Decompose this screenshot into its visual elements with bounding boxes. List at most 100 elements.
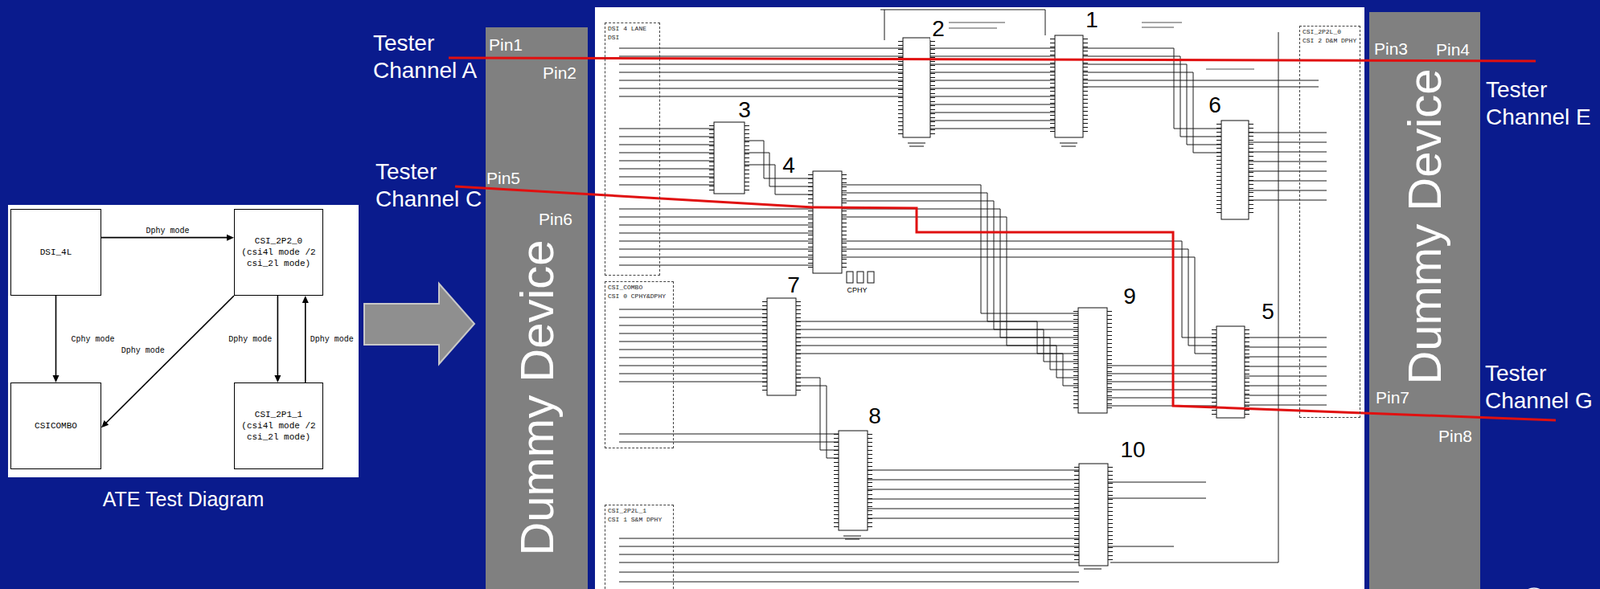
pin-name: Pin5 — [486, 169, 521, 187]
chip-pins — [711, 38, 1252, 563]
red-test-line — [448, 57, 1536, 62]
pin-name: Pin1 — [488, 36, 523, 54]
wire-bus — [867, 470, 1079, 519]
chip — [1054, 35, 1084, 138]
wire-bus — [841, 241, 1217, 354]
wire-bus — [619, 209, 813, 266]
fine-print-marks — [948, 22, 1255, 121]
tester-channel: Tester Channel C — [375, 158, 489, 213]
pin-name: Pin3 — [1374, 40, 1408, 58]
diagram-panel: ATE Test DiagramDSI_4LCSI_2P2_0(csi4l mo… — [8, 205, 359, 478]
chip — [838, 430, 868, 531]
callout-number: 1 — [1083, 8, 1100, 32]
arrow-connector — [101, 295, 234, 428]
chips — [713, 35, 1249, 567]
node-text: CSI_COMBO — [607, 283, 671, 293]
wire-bus — [619, 128, 714, 185]
process-box: CSI_2P1_1(csi4l mode /2 csi_2l mode) — [233, 382, 324, 470]
callout-number: 6 — [1206, 94, 1223, 117]
edge-label: Dphy mode — [120, 346, 166, 356]
connector-block: CSI_COMBOCSI 0 CPHY&DPHY — [604, 281, 674, 449]
dummy-device-bar — [1369, 12, 1481, 589]
node-text: CSI_2P2_0 — [254, 235, 303, 247]
arrow-connector — [53, 295, 60, 383]
pin-name: Pin7 — [1375, 389, 1410, 407]
chip — [713, 122, 745, 194]
chip — [1221, 120, 1249, 220]
connector-block: DSI 4 LANEDSI — [604, 22, 661, 276]
resistor-symbol — [857, 271, 864, 284]
node-text: CSI_2P2L_0 — [1302, 28, 1358, 37]
pin-name: Pin8 — [1438, 427, 1473, 445]
device-name: Dummy Device — [1398, 68, 1451, 385]
connector-line — [304, 302, 307, 383]
callout-number: 9 — [1121, 285, 1138, 308]
arrow-connector — [101, 234, 234, 242]
schematic-sheet — [594, 7, 1365, 589]
edge-label: Dphy mode — [309, 335, 355, 345]
connector-line — [277, 295, 279, 377]
node-text: CSI 2 D&M DPHY — [1302, 36, 1358, 46]
callout-number: 7 — [785, 274, 802, 297]
arrow-connector — [302, 295, 309, 383]
test-paths — [448, 57, 1556, 421]
arrowhead — [101, 420, 109, 428]
schematic-wires — [619, 9, 1327, 583]
wire-bus — [619, 309, 768, 382]
node-text: DSI_4L — [40, 246, 73, 259]
arrow-connector — [274, 295, 281, 383]
callout-number: 4 — [780, 154, 797, 177]
dummy-device: Dummy Device — [1369, 12, 1481, 589]
arrowhead — [302, 295, 309, 304]
callout-number: 5 — [1259, 300, 1276, 324]
process-box: CSI_2P2_0(csi4l mode /2 csi_2l mode) — [233, 209, 324, 296]
wire-bus — [619, 377, 839, 459]
callout-number: 10 — [1118, 438, 1147, 462]
arrowhead — [53, 375, 60, 383]
chip — [1216, 326, 1245, 419]
block-arrow — [364, 283, 475, 365]
node-text: CSI 0 CPHY&DPHY — [607, 292, 671, 302]
chip — [812, 171, 842, 274]
wire-bus — [1083, 48, 1319, 153]
edge-label: Dphy mode — [227, 335, 273, 345]
red-test-line — [455, 186, 1556, 421]
node-text: DSI — [607, 33, 657, 43]
connector-block: CSI_2P2L_0CSI 2 D&M DPHY — [1299, 25, 1361, 419]
device-name: Dummy Device — [511, 239, 563, 556]
node-text: DSI 4 LANE — [607, 24, 657, 34]
chip — [767, 298, 796, 396]
callout-number: 8 — [866, 405, 883, 428]
wire-bus — [619, 48, 903, 97]
tester-channel: Tester Channel A — [373, 29, 486, 84]
resistor-symbol — [846, 271, 854, 284]
fine-print-mark — [948, 22, 1255, 121]
chip — [1078, 307, 1108, 414]
pin-name: Pin6 — [538, 210, 573, 228]
pin-name: Pin2 — [542, 64, 577, 82]
edge-label: Cphy mode — [70, 335, 116, 345]
node-text: CSI_2P1_1 — [254, 409, 303, 421]
wire-bus — [1107, 365, 1217, 407]
process-box: CSICOMBO — [10, 382, 102, 470]
logo-edge — [1521, 588, 1547, 589]
tester-channel: Tester Channel E — [1485, 76, 1599, 131]
connector-line — [101, 237, 228, 239]
node-text: CSI_2P2L_1 — [607, 507, 671, 517]
connector-block: CSI_2P2L_1CSI 1 S&M DPHY — [604, 504, 674, 589]
edge-label: Dphy mode — [144, 226, 190, 236]
diagram-panel-ground — [8, 205, 359, 478]
resistor-symbol — [867, 271, 874, 284]
wire-bus — [1248, 132, 1327, 201]
wire-bus — [1244, 337, 1327, 406]
callout-number: 2 — [930, 17, 947, 41]
node-text: (csi4l mode /2 csi_2l mode) — [237, 420, 320, 444]
connector-line — [55, 295, 58, 377]
chip — [1078, 463, 1108, 567]
callout-number: 3 — [736, 98, 753, 122]
tester-channel: Tester Channel G — [1485, 360, 1598, 415]
dummy-device-bar — [485, 27, 588, 589]
node-text: (csi4l mode /2 csi_2l mode) — [237, 246, 320, 271]
node-text: CSI 1 S&M DPHY — [607, 516, 671, 526]
